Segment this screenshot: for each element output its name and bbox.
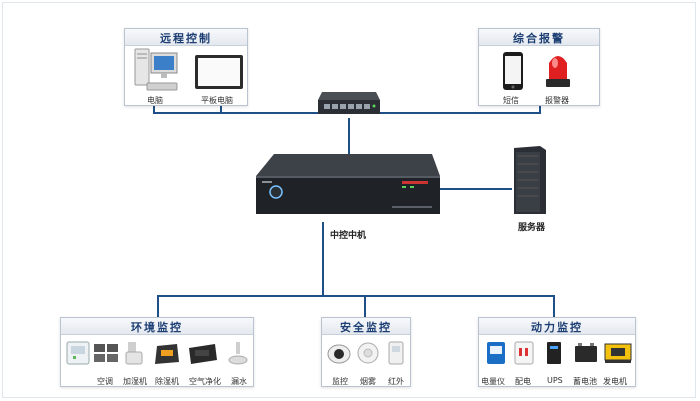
security-item-label: 红外 [388, 377, 404, 386]
humidifier-icon [125, 342, 143, 365]
panel-header: 远程控制 [125, 29, 247, 46]
power-item-label: 蓄电池 [573, 377, 597, 386]
ups-icon [547, 342, 561, 364]
env-item-label: 加湿机 [123, 377, 147, 386]
central-host-label: 中控中机 [330, 231, 367, 241]
security-monitor-panel: 安全监控 监控 烟雾 红外 [321, 317, 411, 387]
security-item-label: 烟雾 [360, 377, 376, 386]
outer-frame [2, 2, 696, 398]
siren-label: 报警器 [545, 96, 569, 105]
power-meter-icon [487, 342, 505, 364]
line-alarm-down [539, 104, 541, 114]
panel-header: 环境监控 [61, 318, 253, 335]
air-purifier-icon [189, 344, 217, 364]
security-item-label: 监控 [332, 377, 348, 386]
line-remote-to-switch [153, 112, 320, 114]
network-switch-icon [318, 92, 380, 114]
central-host-icon [256, 154, 440, 214]
power-item-label: 发电机 [603, 377, 627, 386]
line-host-to-server [438, 188, 512, 190]
line-power-down [553, 295, 555, 317]
power-monitor-panel: 动力监控 电量仪 配电 UPS 蓄电池 发电机 [478, 317, 636, 387]
distribution-icon [514, 341, 534, 365]
line-switch-to-alarm [378, 112, 540, 114]
alarm-panel: 综合报警 短信 报警器 [478, 28, 600, 106]
panel-header: 综合报警 [479, 29, 599, 46]
line-switch-to-host [348, 118, 350, 154]
water-leak-sensor-icon [228, 342, 248, 365]
tablet-icon [195, 55, 243, 89]
battery-icon [575, 343, 597, 362]
line-host-down [322, 222, 324, 296]
env-item-label: 空气净化 [189, 377, 221, 386]
smoke-detector-icon [357, 342, 379, 364]
env-item-label: 空调 [97, 377, 113, 386]
line-tablet-down [220, 104, 222, 113]
env-monitor-panel: 环境监控 空调 加湿机 除湿机 [60, 317, 254, 387]
server-rack-icon [514, 146, 546, 214]
air-conditioner-icon [94, 344, 118, 362]
panel-header: 动力监控 [479, 318, 635, 335]
generator-icon [604, 343, 632, 363]
env-item-label: 除湿机 [155, 377, 179, 386]
power-monitor-title: 动力监控 [531, 321, 583, 334]
env-monitor-title: 环境监控 [131, 321, 183, 334]
dehumidifier-icon [155, 344, 179, 364]
sms-label: 短信 [503, 96, 519, 105]
power-item-label: 电量仪 [481, 377, 505, 386]
alarm-siren-icon [546, 56, 570, 87]
line-bus [157, 295, 554, 297]
remote-control-panel: 远程控制 电脑 平板电脑 [124, 28, 248, 106]
power-item-label: 配电 [515, 377, 531, 386]
power-item-label: UPS [547, 376, 563, 385]
line-sec-down [364, 295, 366, 317]
line-computer-down [153, 104, 155, 113]
alarm-title: 综合报警 [513, 32, 565, 45]
phone-icon [503, 52, 523, 90]
remote-control-title: 远程控制 [160, 32, 212, 45]
server-label: 服务器 [518, 223, 546, 233]
computer-label: 电脑 [147, 96, 163, 105]
env-sensor-box-icon [66, 341, 90, 365]
computer-icon [134, 48, 178, 91]
env-item-label: 漏水 [231, 377, 247, 386]
line-env-down [157, 295, 159, 317]
panel-header: 安全监控 [322, 318, 410, 335]
camera-icon [327, 344, 351, 364]
infrared-sensor-icon [388, 341, 404, 365]
security-monitor-title: 安全监控 [340, 321, 392, 334]
tablet-label: 平板电脑 [201, 96, 233, 105]
